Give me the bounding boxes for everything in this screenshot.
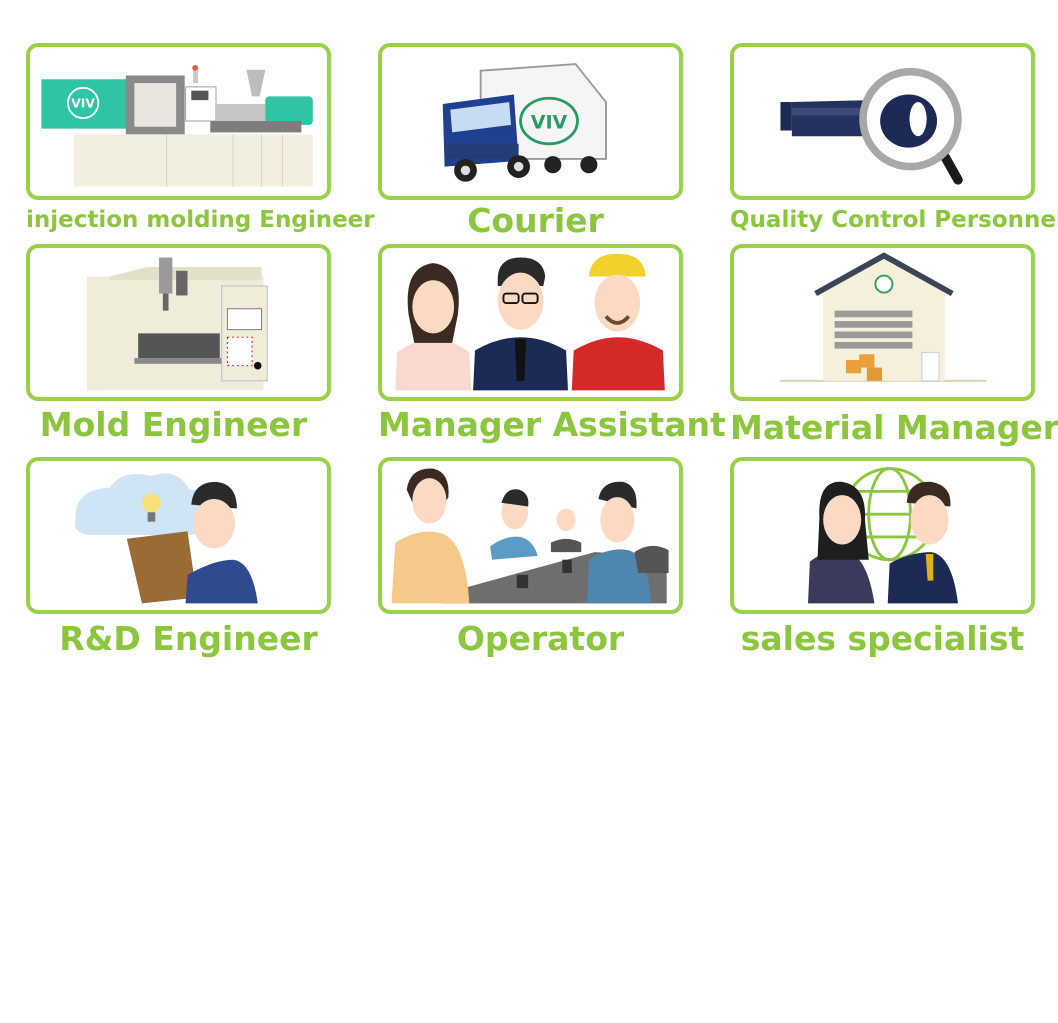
magnifier-part-icon: [780, 67, 963, 185]
card-courier: VIV: [378, 43, 683, 200]
card-label: Operator: [456, 619, 625, 658]
card-sales-specialist: [730, 457, 1035, 614]
card-operator: [378, 457, 683, 614]
card-material-manager: [730, 244, 1035, 401]
card-label: Quality Control Personnel: [730, 207, 1058, 233]
injection-molding-machine-icon: VIV: [41, 65, 313, 187]
card-injection-molding-engineer: VIV: [26, 43, 331, 200]
card-label: Mold Engineer: [39, 405, 308, 444]
three-staff-icon: [395, 253, 665, 391]
workers-table-icon: [391, 468, 669, 604]
card-label: Courier: [467, 201, 604, 240]
card-manager-assistant: [378, 244, 683, 401]
svg-text:VIV: VIV: [531, 112, 568, 134]
delivery-truck-icon: VIV: [442, 63, 607, 182]
idea-engineer-icon: [74, 473, 258, 604]
card-label: injection molding Engineer: [26, 207, 375, 233]
card-quality-control-personnel: [730, 43, 1035, 200]
card-rd-engineer: [26, 457, 331, 614]
card-label: Material Manager: [730, 408, 1058, 447]
globe-sales-people-icon: [808, 467, 958, 604]
card-label: sales specialist: [740, 619, 1025, 658]
cnc-machine-icon: [86, 257, 268, 391]
card-label: R&D Engineer: [59, 619, 318, 658]
card-mold-engineer: [26, 244, 331, 401]
warehouse-icon: [779, 252, 987, 382]
svg-text:VIV: VIV: [71, 97, 95, 111]
card-label: Manager Assistant: [378, 405, 726, 444]
